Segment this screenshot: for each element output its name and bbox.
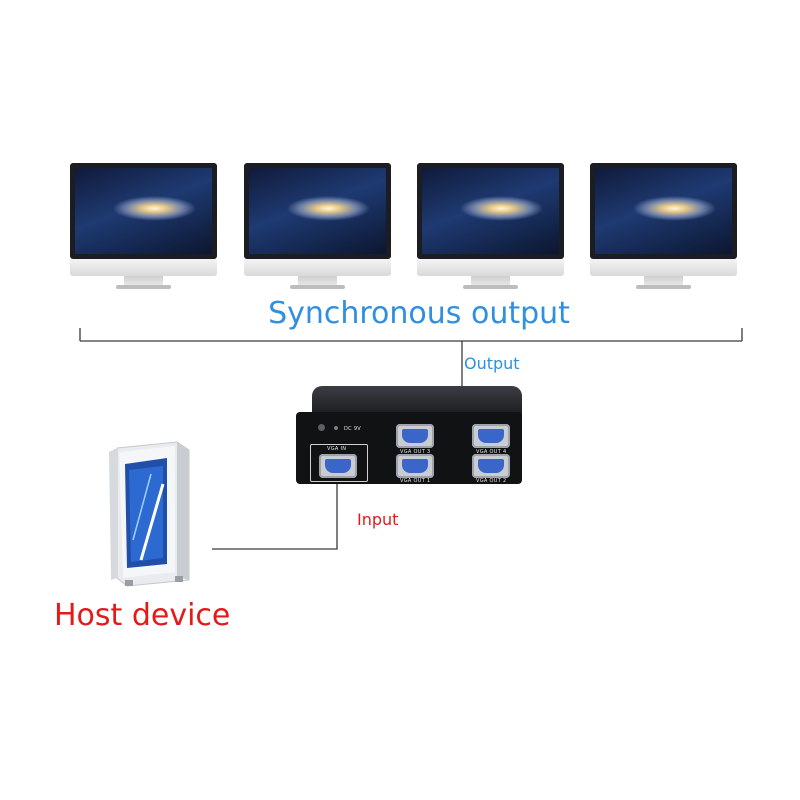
monitor-stand	[471, 276, 510, 286]
vga-in-label: VGA IN	[327, 446, 347, 452]
synchronous-output-label: Synchronous output	[268, 296, 570, 331]
monitor-1	[70, 163, 217, 290]
vga-out-3-label: VGA OUT 3	[400, 449, 431, 455]
host-device-label: Host device	[54, 598, 231, 633]
monitor-screen	[75, 168, 212, 254]
monitor-foot	[290, 285, 345, 289]
monitor-foot	[636, 285, 691, 289]
vga-splitter: DC 9V VGA IN VGA OUT 3 VGA OUT 1 VGA OUT…	[292, 386, 530, 486]
output-label: Output	[464, 354, 520, 373]
monitor-screen	[249, 168, 386, 254]
monitor-foot	[116, 285, 171, 289]
monitor-stand	[298, 276, 337, 286]
monitor-chin	[244, 259, 391, 276]
vga-out-4-port	[472, 424, 510, 448]
monitor-4	[590, 163, 737, 290]
monitor-chin	[590, 259, 737, 276]
monitor-screen	[422, 168, 559, 254]
power-switch-icon	[334, 426, 338, 430]
input-connector	[212, 480, 338, 550]
power-jack-icon	[318, 424, 325, 431]
monitor-screen	[595, 168, 732, 254]
monitor-stand	[124, 276, 163, 286]
vga-out-2-label: VGA OUT 2	[476, 478, 507, 484]
vga-in-panel: VGA IN	[310, 444, 368, 482]
vga-out-1-label: VGA OUT 1	[400, 478, 431, 484]
output-bracket	[79, 328, 743, 342]
monitor-chin	[70, 259, 217, 276]
monitor-2	[244, 163, 391, 290]
monitor-foot	[463, 285, 518, 289]
dc-label: DC 9V	[344, 426, 362, 432]
monitor-chin	[417, 259, 564, 276]
input-label: Input	[357, 510, 399, 529]
vga-out-1-port	[396, 454, 434, 478]
vga-out-3-port	[396, 424, 434, 448]
vga-out-2-port	[472, 454, 510, 478]
monitor-3	[417, 163, 564, 290]
pc-tower-icon	[109, 441, 190, 587]
monitor-stand	[644, 276, 683, 286]
vga-out-4-label: VGA OUT 4	[476, 449, 507, 455]
vga-in-port	[319, 454, 357, 478]
